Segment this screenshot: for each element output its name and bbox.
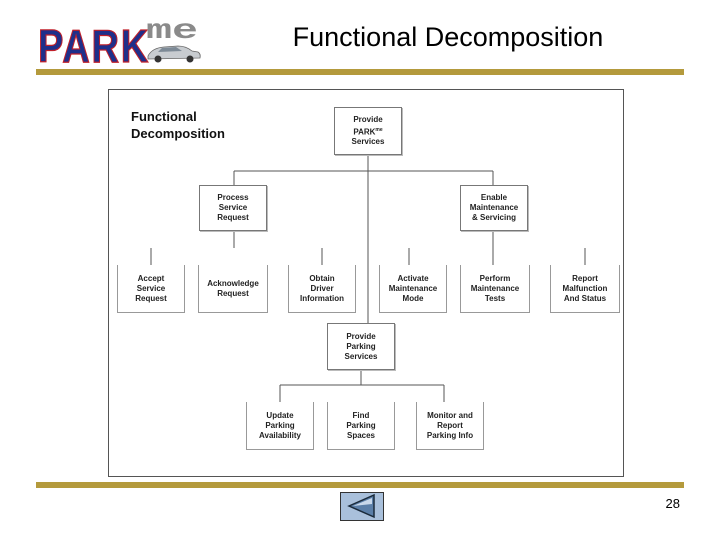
page-number: 28 [665, 496, 680, 511]
node-accept-service-request: Accept Service Request [117, 265, 185, 313]
triangle-left-icon [347, 493, 375, 519]
node-update-parking-availability: Update Parking Availability [246, 402, 314, 450]
node-provide-parkme-services: Provide PARKme Services [334, 107, 402, 155]
top-divider [36, 69, 684, 75]
node-monitor-report-parking-info: Monitor and Report Parking Info [416, 402, 484, 450]
previous-slide-button[interactable] [340, 492, 384, 521]
node-activate-maintenance-mode: Activate Maintenance Mode [379, 265, 447, 313]
car-icon [147, 45, 201, 63]
node-enable-maintenance-servicing: Enable Maintenance & Servicing [460, 185, 528, 231]
node-process-service-request: Process Service Request [199, 185, 267, 231]
diagram-frame: Functional Decomposition Provide PARKme … [108, 89, 624, 477]
node-obtain-driver-information: Obtain Driver Information [288, 265, 356, 313]
logo-main-text: PARK [38, 20, 150, 68]
node-provide-parking-services: Provide Parking Services [327, 323, 395, 370]
bottom-divider [36, 482, 684, 488]
logo-sup-text: me [146, 16, 198, 47]
node-report-malfunction-status: Report Malfunction And Status [550, 265, 620, 313]
node-acknowledge-request: Acknowledge Request [198, 265, 268, 313]
node-find-parking-spaces: Find Parking Spaces [327, 402, 395, 450]
parkme-logo-graphic: PARK me [37, 16, 201, 68]
parkme-logo: PARK me [36, 10, 206, 68]
slide-title: Functional Decomposition [292, 22, 604, 52]
diagram-title: Functional Decomposition [131, 109, 225, 141]
node-perform-maintenance-tests: Perform Maintenance Tests [460, 265, 530, 313]
connector-lines [150, 155, 586, 402]
